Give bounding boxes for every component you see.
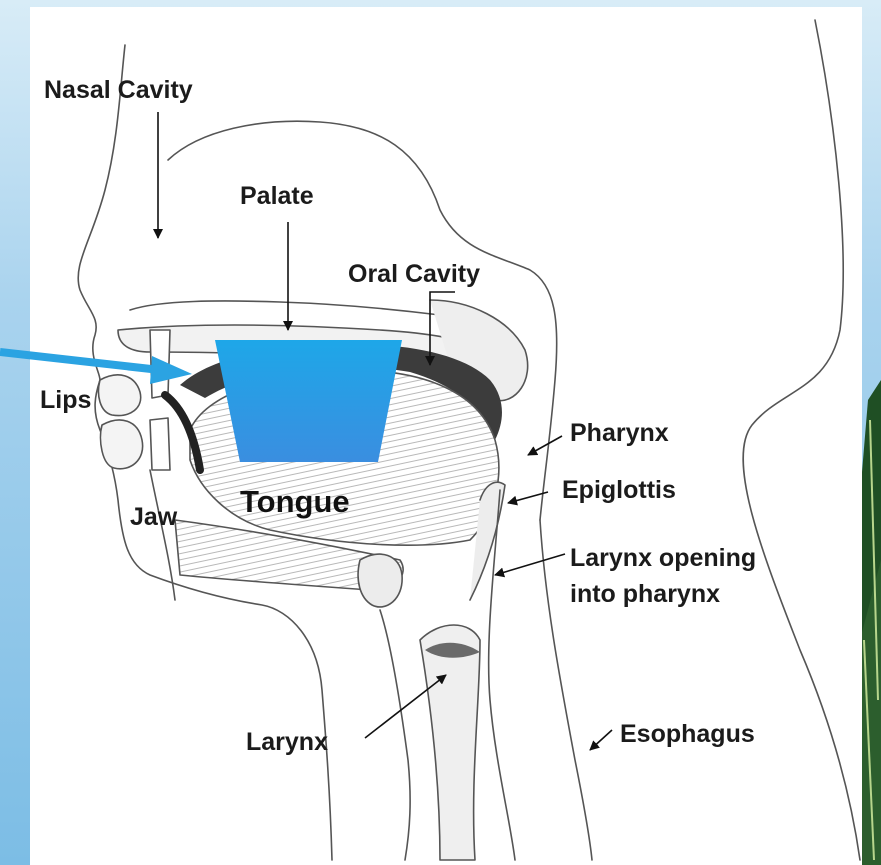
label-palate: Palate bbox=[240, 182, 314, 210]
label-larynx: Larynx bbox=[246, 728, 328, 756]
label-larynx-opening-line1: Larynx opening bbox=[570, 544, 756, 572]
label-larynx-opening-line2: into pharynx bbox=[570, 580, 720, 608]
tongue-highlight-box bbox=[215, 340, 402, 462]
label-tongue: Tongue bbox=[240, 484, 350, 519]
label-lips: Lips bbox=[40, 386, 91, 414]
label-epiglottis: Epiglottis bbox=[562, 476, 676, 504]
label-esophagus: Esophagus bbox=[620, 720, 755, 748]
label-nasal-cavity: Nasal Cavity bbox=[44, 76, 193, 104]
label-oral-cavity: Oral Cavity bbox=[348, 260, 480, 288]
label-jaw: Jaw bbox=[130, 503, 178, 531]
label-pharynx: Pharynx bbox=[570, 419, 669, 447]
